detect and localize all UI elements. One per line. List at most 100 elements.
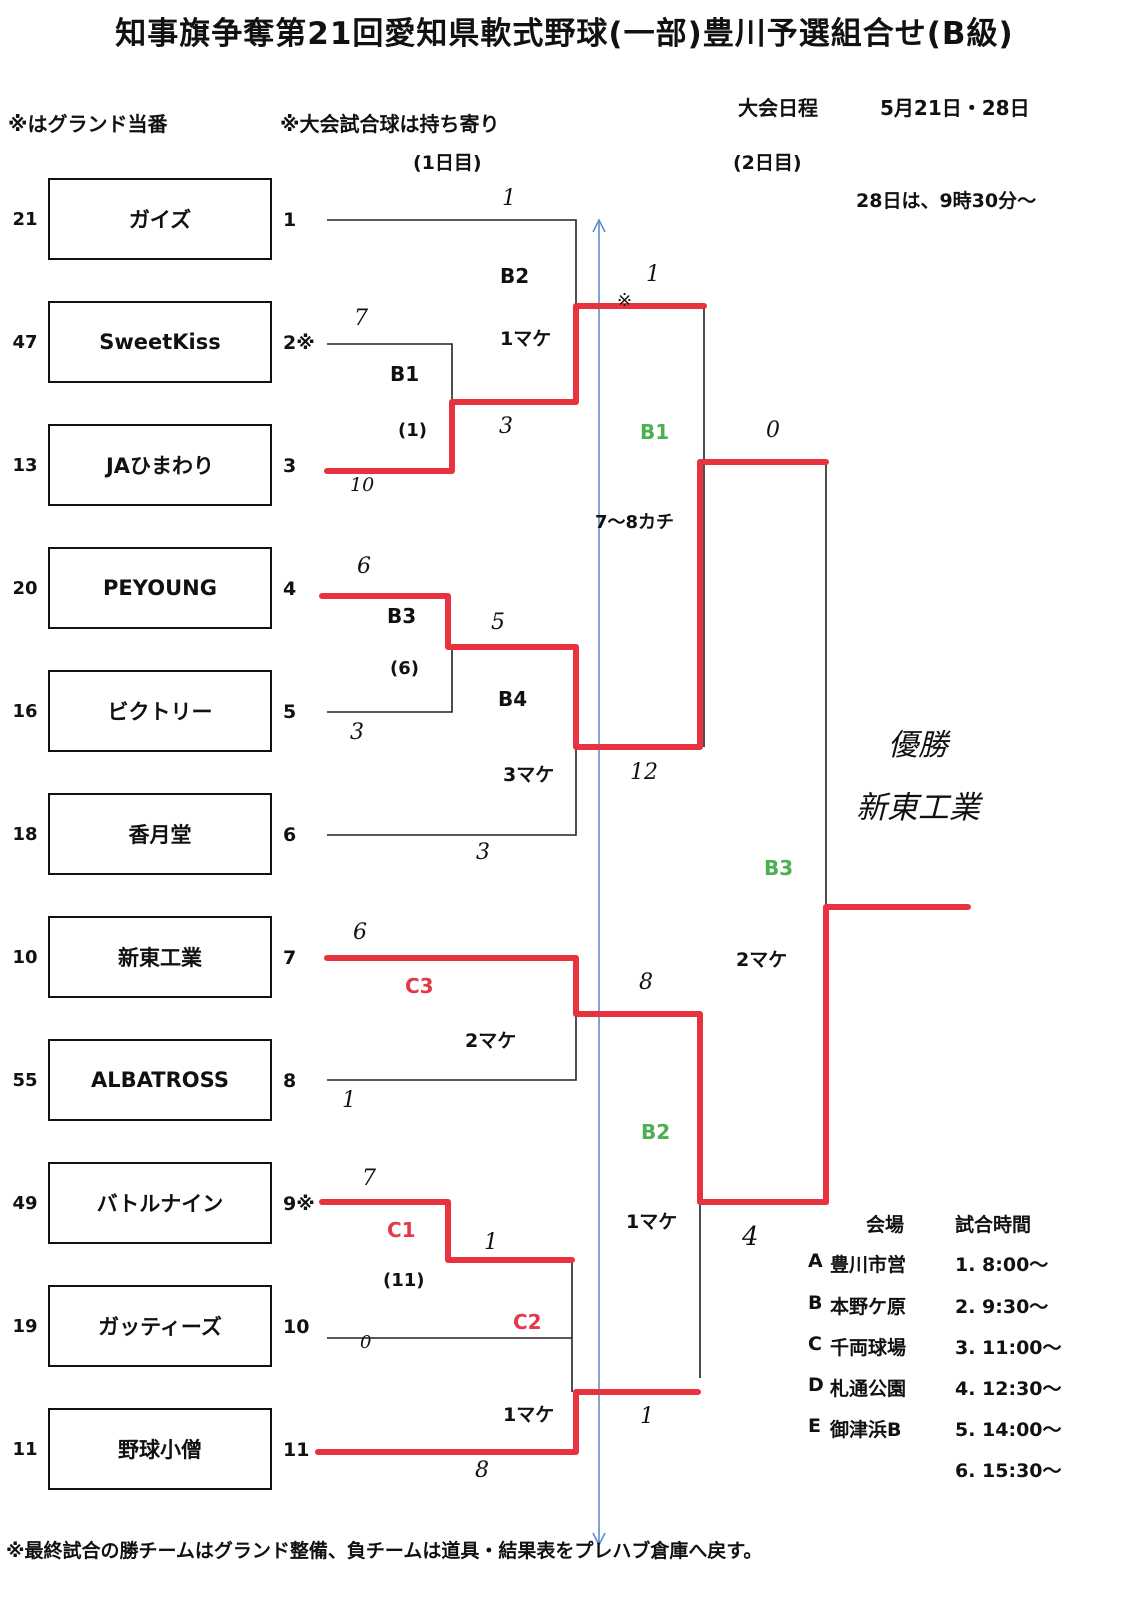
- team-box: ALBATROSS: [48, 1039, 272, 1121]
- team-name: JAひまわり: [105, 454, 215, 478]
- score: ※: [617, 290, 633, 311]
- match-label-b2: B2: [500, 264, 530, 288]
- match-label-c1: C1: [387, 1218, 416, 1242]
- score: 3: [499, 414, 513, 439]
- team-number: 20: [12, 578, 38, 599]
- ground-duty-note: ※はグランド当番: [8, 112, 168, 136]
- venue-name: 札通公園: [830, 1378, 907, 1400]
- match-label-b3: B3: [387, 604, 417, 628]
- seed-number: 11: [283, 1439, 310, 1461]
- match-num-c1: (11): [383, 1270, 425, 1291]
- score: 1: [640, 1404, 654, 1429]
- score: 10: [350, 474, 375, 496]
- seed-number: 6: [283, 824, 297, 846]
- team-box: JAひまわり: [48, 424, 272, 506]
- seed-number: 7: [283, 947, 297, 969]
- team-name: 香月堂: [128, 823, 192, 847]
- venue-letter: B: [808, 1292, 823, 1314]
- match-sub-b2: 1マケ: [500, 328, 552, 350]
- seed-number: 10: [283, 1316, 310, 1338]
- team-name: ビクトリー: [107, 700, 213, 724]
- match-time: 6. 15:30～: [955, 1460, 1062, 1482]
- seed-number: 4: [283, 578, 297, 600]
- team-box: 野球小僧: [48, 1408, 272, 1490]
- match-sub-b2-day2: 1マケ: [626, 1211, 678, 1233]
- team-name: 野球小僧: [118, 1438, 202, 1462]
- venue-name: 千両球場: [830, 1337, 907, 1359]
- score: 1: [484, 1230, 498, 1255]
- match-sub-b3-final: 2マケ: [736, 949, 788, 971]
- venue-name: 御津浜B: [830, 1419, 902, 1441]
- match-time: 4. 12:30～: [955, 1378, 1062, 1400]
- seed-number: 2※: [283, 332, 315, 354]
- match-label-b4: B4: [498, 687, 528, 711]
- time-header: 試合時間: [955, 1214, 1032, 1236]
- team-box: SweetKiss: [48, 301, 272, 383]
- match-time: 2. 9:30～: [955, 1296, 1049, 1318]
- match-num-b1: (1): [398, 420, 427, 441]
- venue-letter: C: [808, 1333, 822, 1355]
- match-time: 3. 11:00～: [955, 1337, 1062, 1359]
- score: 3: [476, 840, 490, 865]
- match-label-b3-final: B3: [764, 856, 794, 880]
- venue-letter: A: [808, 1250, 823, 1272]
- seed-number: 1: [283, 209, 297, 231]
- seed-number: 9※: [283, 1193, 315, 1215]
- score: 6: [353, 920, 367, 945]
- team-name: PEYOUNG: [103, 576, 217, 600]
- venue-name: 豊川市営: [830, 1254, 907, 1276]
- team-box: ビクトリー: [48, 670, 272, 752]
- winning-paths: [315, 303, 971, 1455]
- page-title: 知事旗争奪第21回愛知県軟式野球(一部)豊川予選組合せ(B級): [115, 16, 1014, 52]
- score: 0: [766, 418, 780, 443]
- day-divider: [592, 218, 606, 1547]
- team-name: ガイズ: [128, 208, 192, 232]
- footer-note: ※最終試合の勝チームはグランド整備、負チームは道具・結果表をプレハブ倉庫へ戻す。: [6, 1540, 763, 1562]
- team-number: 18: [12, 824, 38, 845]
- day2-label: (2日目): [733, 152, 802, 174]
- team-number: 55: [12, 1070, 38, 1091]
- score: 8: [475, 1458, 489, 1483]
- team-number: 16: [12, 701, 38, 722]
- match-time: 1. 8:00～: [955, 1254, 1049, 1276]
- score: 1: [502, 186, 516, 211]
- score: 0: [360, 1332, 372, 1353]
- match-num-b3: (6): [390, 658, 419, 679]
- team-box: バトルナイン: [48, 1162, 272, 1244]
- seed-number: 3: [283, 455, 297, 477]
- team-box: ガイズ: [48, 178, 272, 260]
- score: 6: [357, 554, 371, 579]
- team-name: SweetKiss: [99, 330, 221, 354]
- team-box: 香月堂: [48, 793, 272, 875]
- seed-number: 5: [283, 701, 297, 723]
- team-box: ガッティーズ: [48, 1285, 272, 1367]
- match-label-c2: C2: [513, 1310, 542, 1334]
- team-name: 新東工業: [118, 946, 202, 970]
- score: 4: [742, 1222, 759, 1252]
- schedule-label: 大会日程: [738, 96, 818, 120]
- team-box: 新東工業: [48, 916, 272, 998]
- venue-letter: E: [808, 1415, 821, 1437]
- schedule-dates: 5月21日・28日: [880, 96, 1030, 120]
- match-sub-c3: 2マケ: [465, 1030, 517, 1052]
- venue-name: 本野ケ原: [830, 1296, 907, 1318]
- team-number: 49: [12, 1193, 38, 1214]
- venue-header: 会場: [866, 1214, 905, 1236]
- day1-label: (1日目): [413, 152, 482, 174]
- score: 7: [362, 1166, 376, 1191]
- team-number: 19: [12, 1316, 38, 1337]
- match-sub-b4: 3マケ: [503, 764, 555, 786]
- match-sub-c2: 1マケ: [503, 1404, 555, 1426]
- score: 1: [646, 262, 660, 287]
- score: 7: [354, 306, 368, 331]
- team-name: ALBATROSS: [91, 1068, 229, 1092]
- team-number: 11: [12, 1439, 38, 1460]
- team-name: ガッティーズ: [98, 1315, 222, 1339]
- venue-letter: D: [808, 1374, 824, 1396]
- match-label-b1: B1: [390, 362, 420, 386]
- team-number: 47: [12, 332, 38, 353]
- match-sub-b1-day2: 7～8カチ: [595, 512, 675, 533]
- score: 3: [350, 720, 364, 745]
- match-label-b1-day2: B1: [640, 420, 670, 444]
